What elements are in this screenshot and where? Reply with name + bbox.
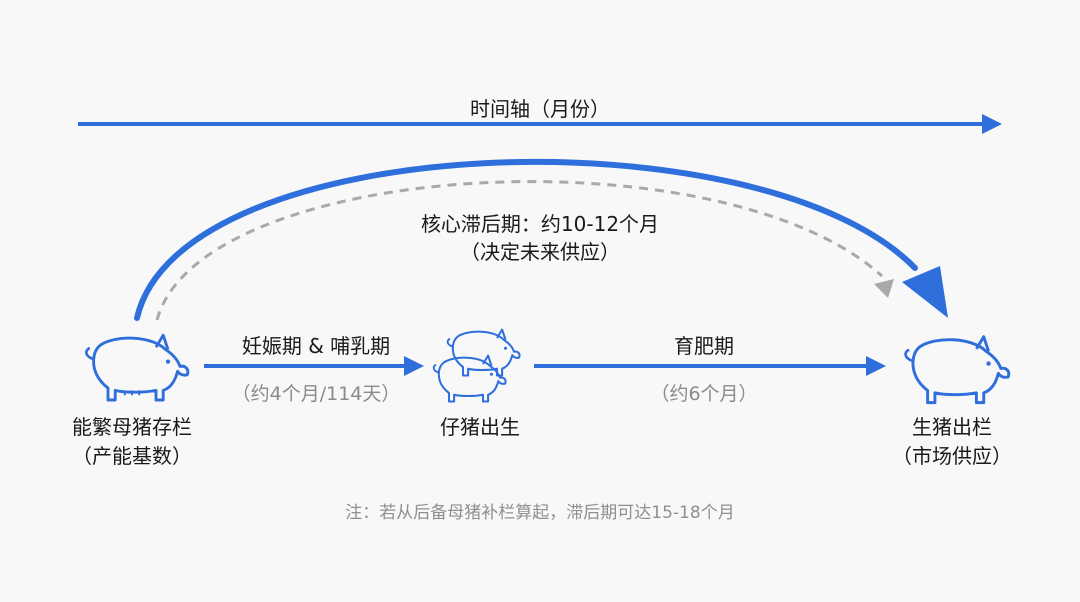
- fattening-phase-label: 育肥期: [674, 334, 734, 358]
- market-pig-sublabel: （市场供应）: [892, 444, 1012, 468]
- core-lag-curved-arrow: [134, 158, 948, 321]
- timeline-arrow: [78, 114, 1002, 134]
- fattening-arrow: [534, 356, 886, 376]
- gestation-duration-label: （约4个月/114天）: [231, 383, 401, 405]
- timeline-label: 时间轴（月份）: [470, 97, 610, 121]
- market-pig-label: 生猪出栏: [912, 415, 992, 439]
- sow-icon: [84, 333, 190, 402]
- core-lag-label: 核心滞后期：约10-12个月: [420, 212, 660, 236]
- market-pig-icon: [904, 335, 1011, 405]
- piglets-icon: [432, 328, 521, 403]
- core-lag-sublabel: （决定未来供应）: [460, 240, 620, 264]
- piglet-birth-label: 仔猪出生: [440, 415, 520, 439]
- fattening-duration-label: （约6个月）: [650, 383, 758, 405]
- sow-stock-label: 能繁母猪存栏: [72, 415, 192, 439]
- sow-stock-sublabel: （产能基数）: [72, 444, 192, 468]
- gestation-arrow: [204, 356, 424, 376]
- dashed-lag-arrow: [155, 180, 894, 321]
- gestation-phase-label: 妊娠期 & 哺乳期: [241, 334, 391, 358]
- footnote: 注：若从后备母猪补栏算起，滞后期可达15-18个月: [345, 503, 735, 523]
